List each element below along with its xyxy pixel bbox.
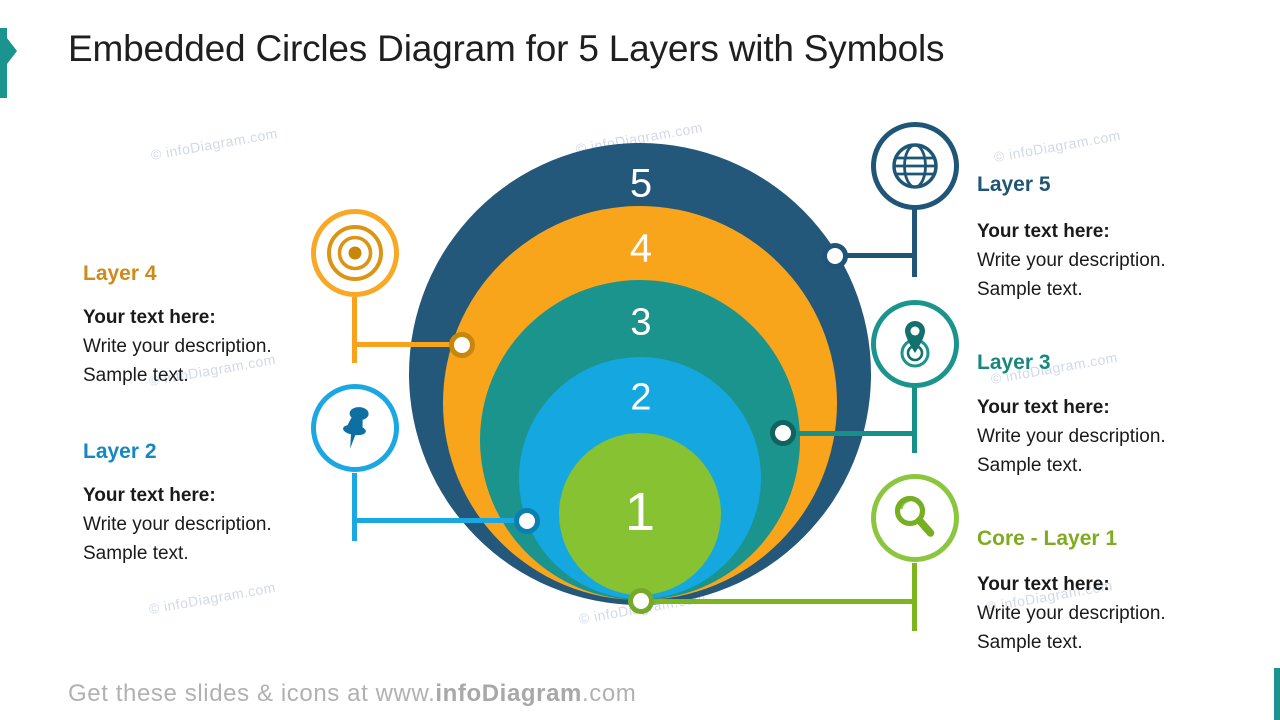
layer5-body-line: Your text here: [977, 221, 1110, 242]
layer2-connector-line-v [352, 473, 357, 541]
layer3-connector-line-v [912, 387, 917, 453]
layer5-connector-line-v [912, 209, 917, 277]
core-body-line: Sample text. [977, 632, 1083, 653]
magnifier-icon [894, 495, 935, 537]
layer5-body-line: Sample text. [977, 279, 1083, 300]
layer-2-number: 2 [630, 376, 652, 419]
layer4-connector-node [449, 332, 475, 358]
layer3-body-line: Sample text. [977, 455, 1083, 476]
layer3-icon-circle [871, 300, 959, 388]
layer3-title: Layer 3 [977, 351, 1051, 374]
footer-brand: infoDiagram [435, 680, 582, 707]
pushpin-icon [343, 407, 369, 449]
layer4-icon-circle [311, 209, 399, 297]
bullseye-target-icon [327, 225, 383, 281]
layer-3-number: 3 [630, 301, 652, 344]
layer2-body-line: Write your description. [83, 514, 272, 535]
core-title: Core - Layer 1 [977, 527, 1118, 550]
location-pin-target-icon [900, 321, 930, 368]
footer-suffix: .com [581, 680, 637, 707]
left-edge-bookmark-accent [0, 28, 7, 98]
layer3-connector-line-h [783, 431, 915, 436]
layer4-connector-line-v [352, 297, 357, 363]
core-body-line: Write your description. [977, 603, 1166, 624]
core-description: Your text here: Write your description. … [977, 570, 1257, 657]
layer-4-number: 4 [629, 226, 653, 271]
layer4-connector-line-h [355, 342, 462, 347]
core-body-line: Your text here: [977, 574, 1110, 595]
layer5-connector-node [822, 243, 848, 269]
watermark: © infoDiagram.com [147, 578, 277, 618]
globe-icon [892, 143, 938, 189]
layer4-body-line: Write your description. [83, 336, 272, 357]
layer2-body-line: Sample text. [83, 543, 189, 564]
layer2-description: Your text here: Write your description. … [83, 481, 363, 568]
layer4-description: Your text here: Write your description. … [83, 303, 363, 390]
layer4-body-line: Sample text. [83, 365, 189, 386]
layer3-body-line: Write your description. [977, 426, 1166, 447]
layer5-description: Your text here: Write your description. … [977, 217, 1257, 304]
core-connector-line-h [640, 599, 917, 604]
watermark: © infoDiagram.com [149, 124, 279, 164]
bottom-right-edge-accent [1274, 668, 1280, 720]
layer3-description: Your text here: Write your description. … [977, 393, 1257, 480]
layer3-connector-node [770, 420, 796, 446]
layer3-body-line: Your text here: [977, 397, 1110, 418]
footer-credit: Get these slides & icons at www.infoDiag… [68, 680, 636, 708]
layer2-title: Layer 2 [83, 440, 157, 463]
core-icon-circle [871, 474, 959, 562]
layer-1-core-circle [559, 433, 721, 595]
layer2-connector-line-h [355, 518, 527, 523]
layer4-body-line: Your text here: [83, 307, 216, 328]
layer2-icon-circle [311, 384, 399, 472]
layer2-body-line: Your text here: [83, 485, 216, 506]
core-connector-line-v [912, 563, 917, 631]
layer-5-number: 5 [629, 161, 653, 206]
layer5-connector-line-h [835, 253, 915, 258]
core-connector-node [628, 588, 654, 614]
layer5-title: Layer 5 [977, 173, 1051, 196]
layer-1-number: 1 [624, 482, 656, 542]
layer5-body-line: Write your description. [977, 250, 1166, 271]
layer4-title: Layer 4 [83, 262, 157, 285]
layer2-connector-node [514, 508, 540, 534]
layer5-icon-circle [871, 122, 959, 210]
left-edge-bookmark-arrow-icon [7, 38, 17, 64]
footer-prefix: Get these slides & icons at www. [68, 680, 436, 707]
page-title: Embedded Circles Diagram for 5 Layers wi… [68, 28, 945, 69]
watermark: © infoDiagram.com [992, 126, 1122, 166]
